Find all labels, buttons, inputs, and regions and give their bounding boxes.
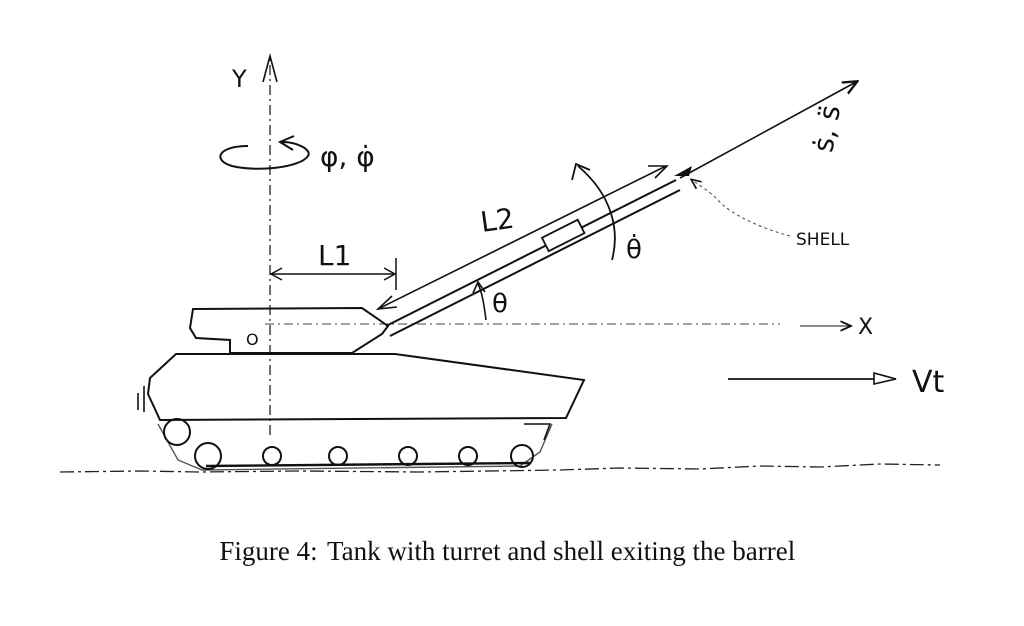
yaw-label: φ, φ̇ [320,140,375,173]
y-axis-label: Y [231,65,247,93]
l2-dimension [379,165,667,309]
caption-prefix: Figure 4: [219,536,318,566]
y-axis-arrow [262,52,278,83]
shell-leader [692,180,791,237]
shell [674,166,692,176]
ground-line [59,463,941,473]
barrel [385,179,677,327]
road-wheel [328,446,348,466]
road-wheel [458,446,478,466]
hull [146,353,586,422]
road-wheel [194,442,222,470]
turret [188,306,390,354]
shell-label: SHELL [796,230,850,250]
theta-dot-arc [577,165,616,261]
theta-arc [477,283,487,321]
velocity-label: Vt [912,365,945,400]
figure-caption: Figure 4: Tank with turret and shell exit… [0,536,1024,567]
road-wheel [262,446,282,466]
road-wheel [398,446,418,466]
barrel-sleeve [540,218,586,253]
caption-text: Tank with turret and shell exiting the b… [327,536,796,566]
road-wheel [510,444,534,468]
track [157,423,553,471]
shell-trajectory [679,82,856,179]
drive-sprocket [163,418,191,446]
x-axis-label: X [858,315,873,340]
shell-motion-label: ṡ, s̈ [806,103,847,155]
yaw-arrow [219,141,310,170]
l2-label: L2 [478,202,516,239]
origin-label: O [246,330,259,349]
yaw-arrow-head [277,135,295,151]
theta-dot-label: θ̇ [626,232,642,265]
l1-label: L1 [318,239,351,272]
theta-label: θ [492,289,508,319]
tank-diagram: Y φ, φ̇ X L1 L2 ṡ, s̈ SHELL θ̇ θ O [59,52,945,473]
